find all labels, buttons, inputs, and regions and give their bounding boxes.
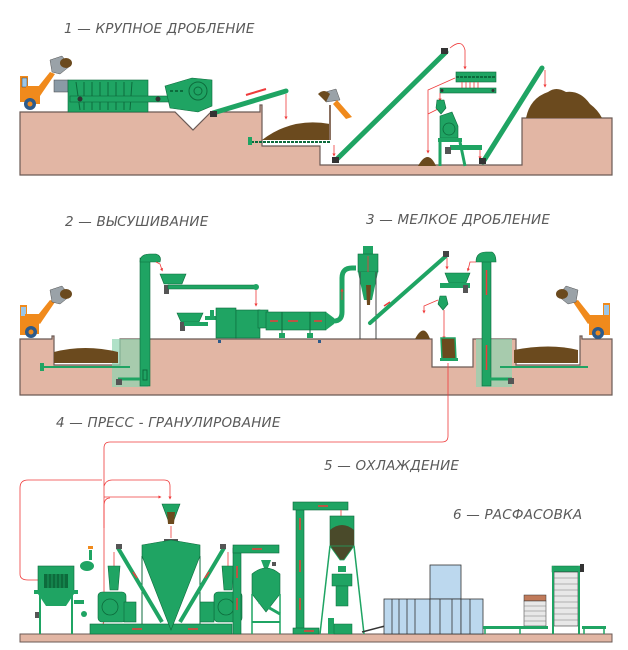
conveyor-icon [159,273,259,307]
conveyor-icon [116,546,164,624]
front-loader-icon [20,55,72,110]
front-loader-icon [20,285,72,338]
conveyor-icon [361,625,386,633]
bucket-elevator-icon [116,253,164,387]
bagging-machine-icon [383,564,484,635]
stage-3-label: 3 — МЕЛКОЕ ДРОБЛЕНИЕ [366,212,550,228]
conveyor-icon [332,43,467,163]
mill-platform [89,623,233,635]
stage-4-label: 4 — ПРЕСС - ГРАНУЛИРОВАНИЕ [56,415,281,431]
mixer-icon [34,546,94,634]
front-loader-icon [556,285,610,339]
stage-5-label: 5 — ОХЛАЖДЕНИЕ [324,458,459,474]
storage-bin-icon [319,510,365,635]
pallet-icon [483,594,548,634]
bucket-elevator-icon [292,501,349,635]
stage-6-label: 6 — РАСФАСОВКА [453,507,582,523]
cyclone-icon [161,503,181,538]
bucket-elevator-icon [466,251,514,387]
pellet-mill-icon [97,552,137,623]
cyclone-icon [357,246,379,339]
material-pile [526,89,602,118]
stage-2-label: 2 — ВЫСУШИВАНИЕ [65,214,209,230]
silo-icon [141,539,201,631]
row-1-ground [19,104,613,176]
material-pile [514,346,578,363]
conveyor-end [40,363,44,371]
crusher-icon [53,77,213,113]
pellet-mill-icon [422,272,471,361]
front-loader-icon [318,88,352,140]
duct [333,265,356,324]
bucket-elevator-icon [232,544,280,635]
stage-1-label: 1 — КРУПНОЕ ДРОБЛЕНИЕ [64,21,255,37]
palletizer-icon [551,564,606,634]
material-pile [418,157,436,166]
conveyor-icon [210,88,289,120]
row-2-ground [19,335,613,396]
material-pile [248,122,330,145]
conveyor-icon [178,546,226,624]
cooler-icon [251,560,281,634]
material-pile [415,330,430,339]
floor [19,633,613,643]
crusher-icon [435,99,482,167]
conveyor-icon [479,65,547,165]
material-pile [54,348,118,363]
screen-icon [439,71,497,94]
conveyor-icon [368,251,449,325]
rotary-dryer-icon [176,307,334,343]
